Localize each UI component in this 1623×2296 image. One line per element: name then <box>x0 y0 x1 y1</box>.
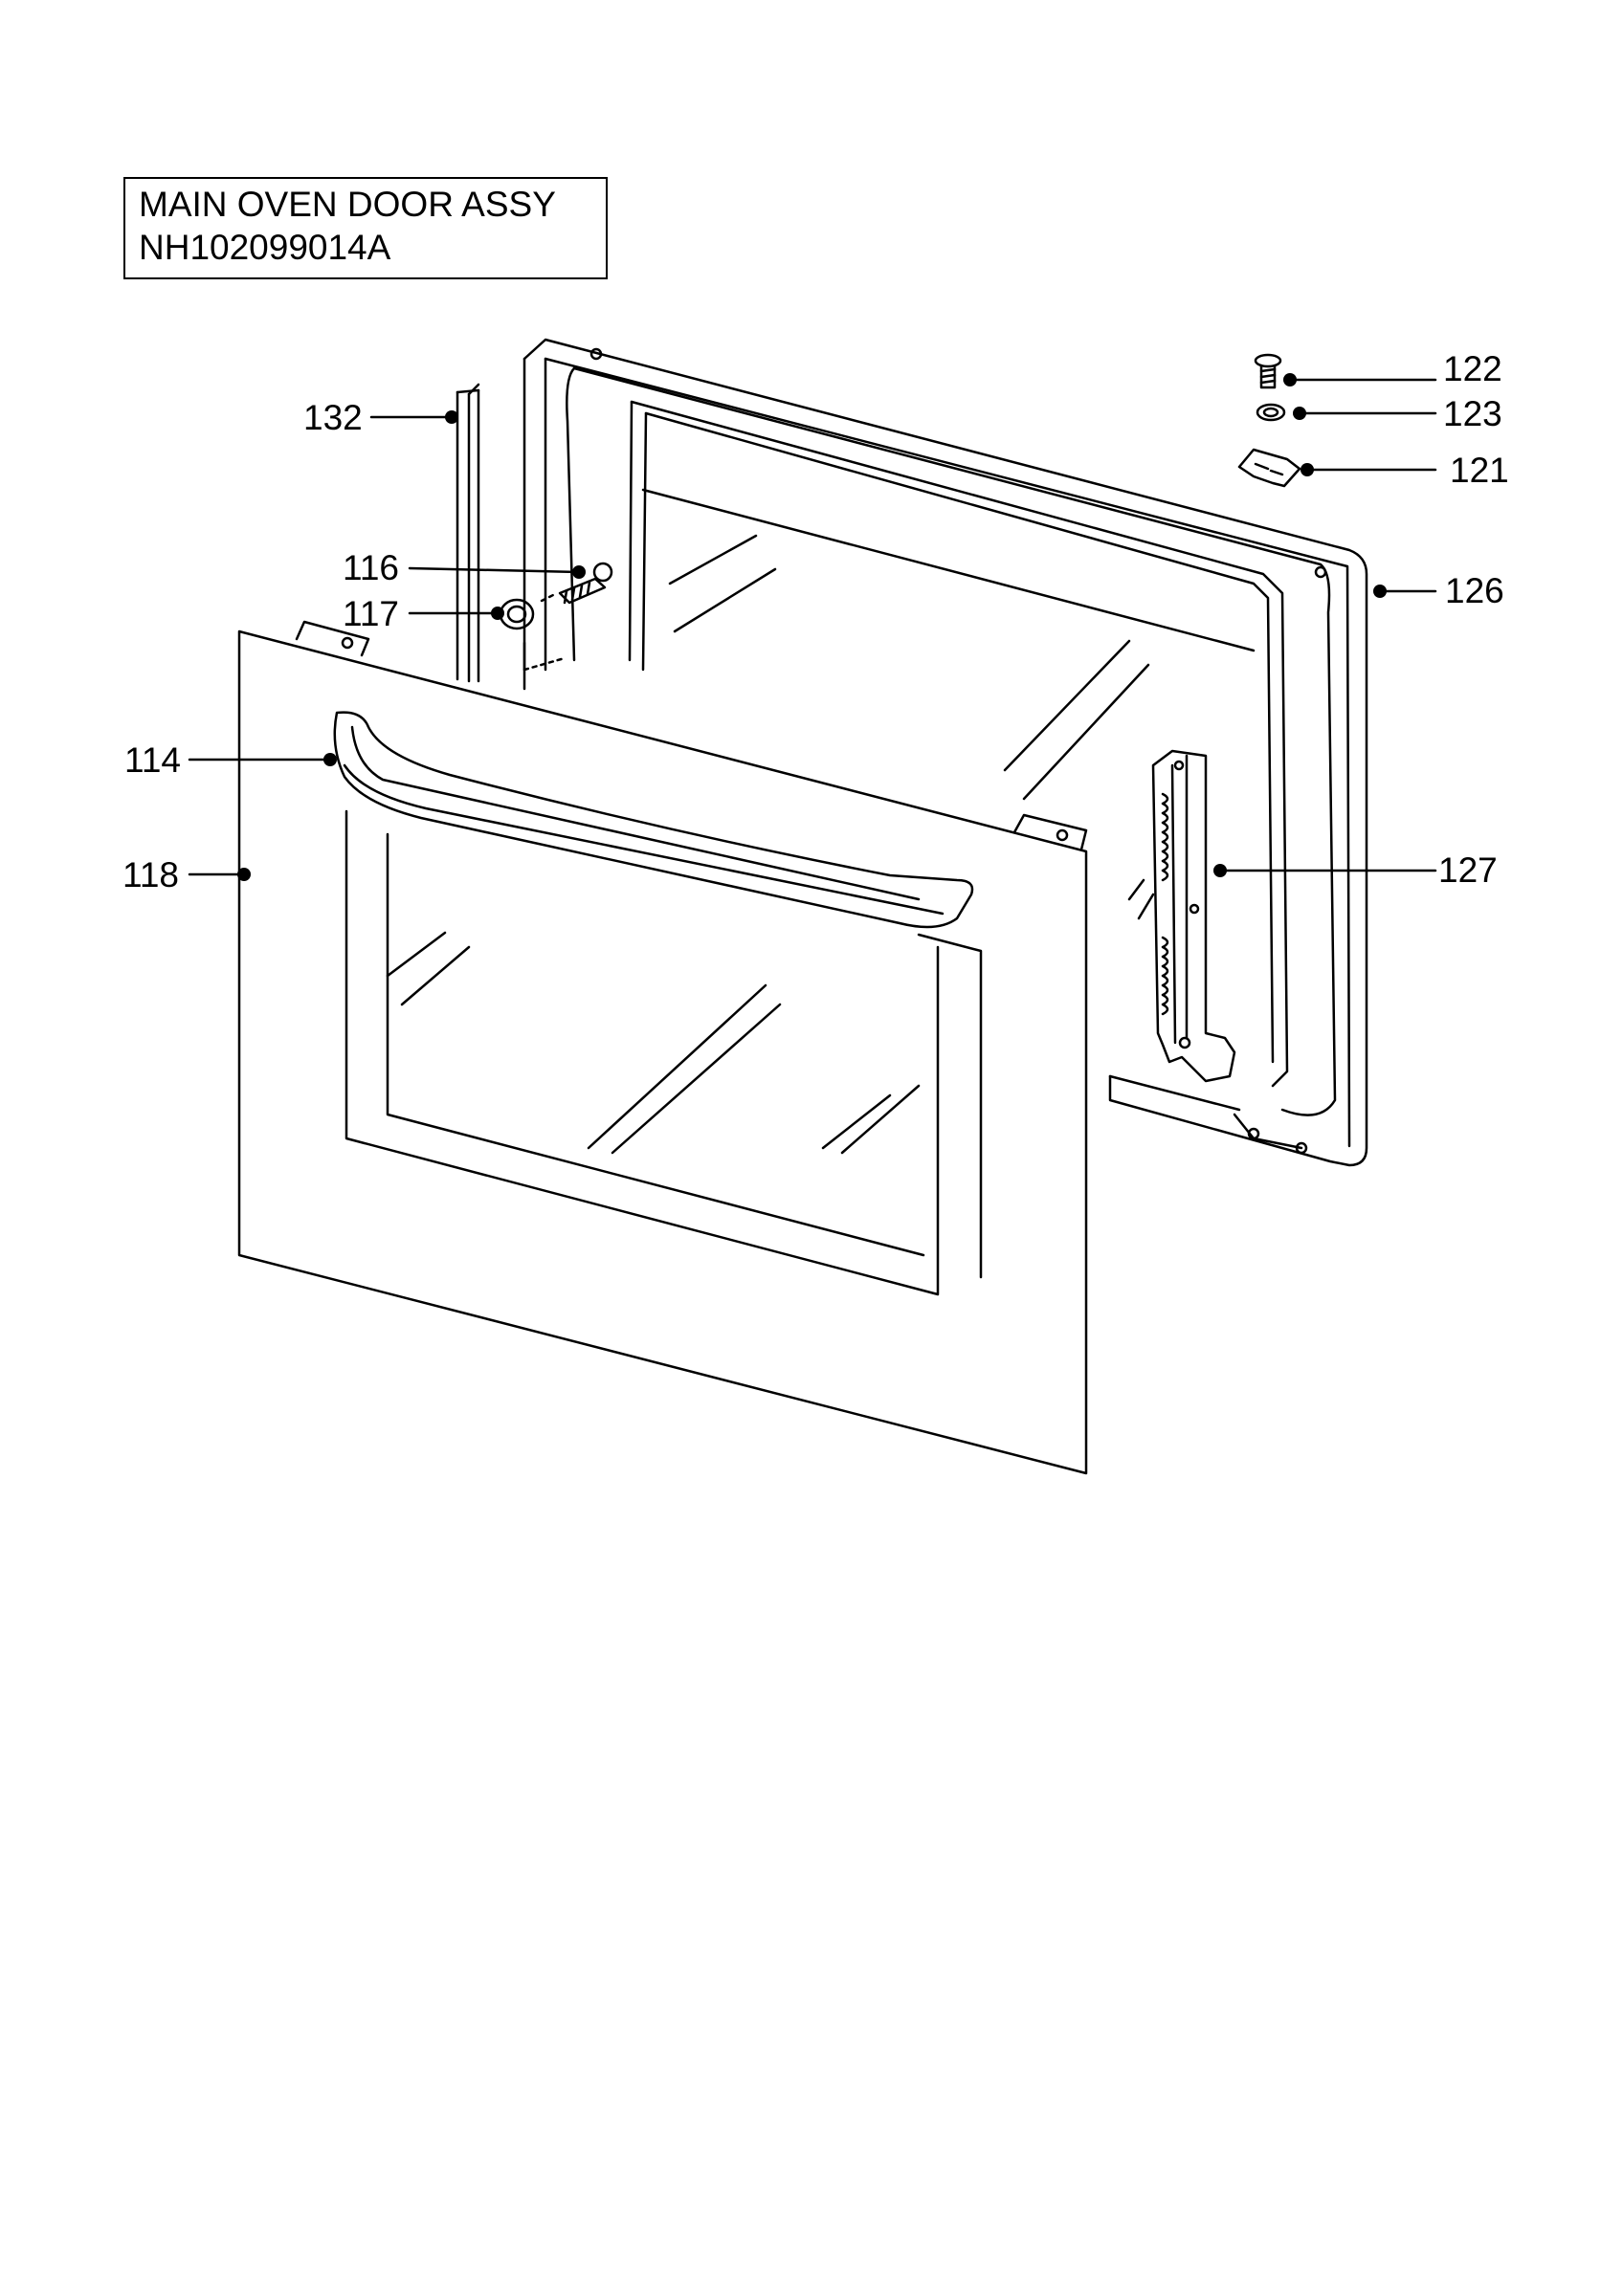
callout-123: 123 <box>1443 394 1502 433</box>
callout-122: 122 <box>1443 349 1502 388</box>
title-line-1: MAIN OVEN DOOR ASSY <box>139 185 556 224</box>
callout-118: 118 <box>122 855 179 894</box>
callout-114: 114 <box>124 740 181 780</box>
callout-117: 117 <box>343 594 399 633</box>
callout-116: 116 <box>343 548 399 587</box>
inner-door-frame <box>522 338 1368 1167</box>
title-block: MAIN OVEN DOOR ASSY NH102099014A <box>123 177 608 279</box>
callout-127: 127 <box>1438 850 1498 890</box>
leader-lines <box>188 378 1437 876</box>
callout-132: 132 <box>303 398 363 437</box>
screw-116-and-spacer-117 <box>499 562 613 691</box>
outer-door-panel <box>237 620 1155 1475</box>
small-hardware <box>1237 353 1301 488</box>
door-handle <box>333 711 974 929</box>
door-hinge <box>1151 749 1236 1083</box>
callout-126: 126 <box>1445 571 1504 610</box>
title-line-2: NH102099014A <box>139 228 391 267</box>
callout-121: 121 <box>1450 451 1509 490</box>
door-seal-strip <box>456 383 480 683</box>
leader-dots <box>237 373 1387 881</box>
